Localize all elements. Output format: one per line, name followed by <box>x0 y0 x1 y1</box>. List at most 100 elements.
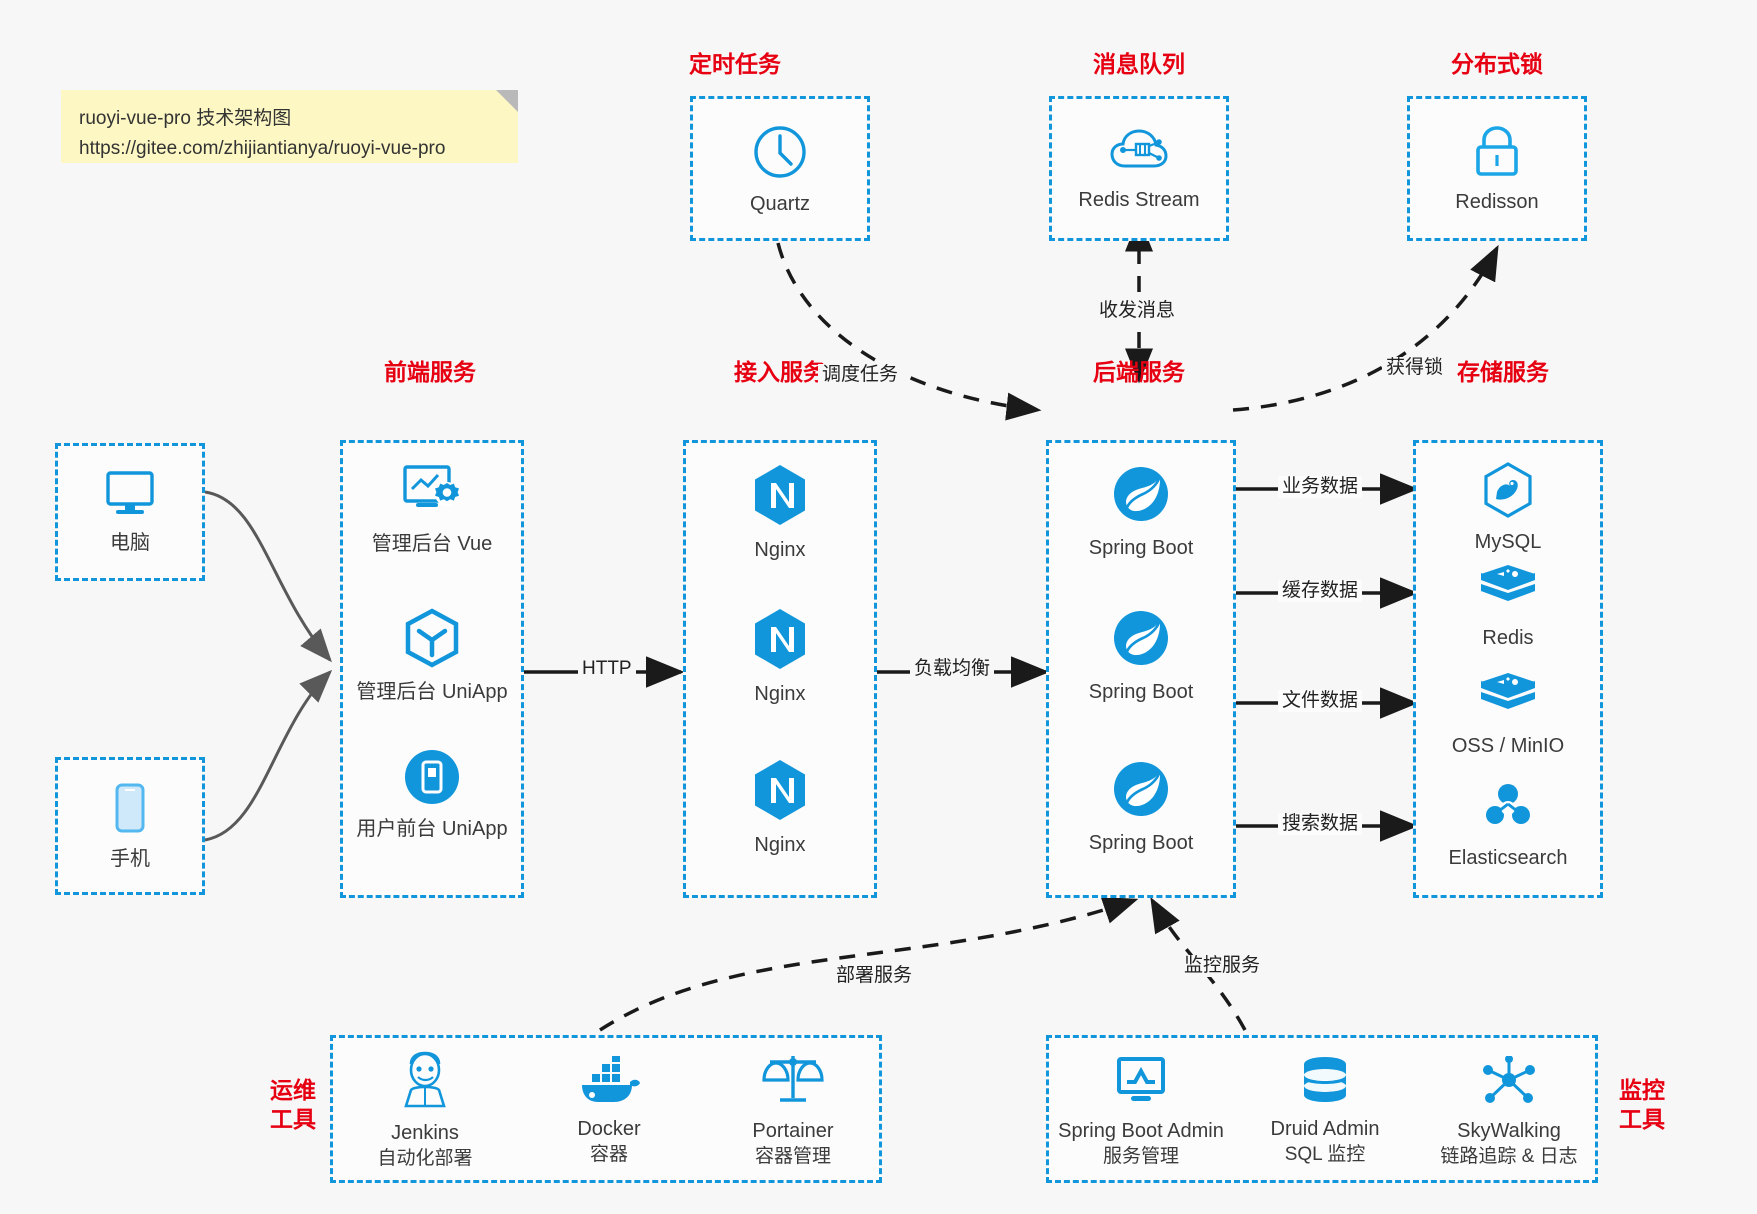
node-jenkins[interactable]: Jenkins 自动化部署 <box>333 1050 517 1171</box>
node-label: Redisson <box>1455 191 1539 213</box>
jenkins-icon <box>333 1050 517 1115</box>
note-url: https://gitee.com/zhijiantianya/ruoyi-vu… <box>79 138 446 159</box>
edge-label-acquire-lock: 获得锁 <box>1382 357 1448 379</box>
devops-title-line2: 工具 <box>270 1106 316 1132</box>
client-box-pc: 电脑 <box>55 443 205 581</box>
node-sublabel: 容器管理 <box>754 1146 831 1167</box>
node-label: Portainer <box>752 1120 834 1142</box>
note-title: ruoyi-vue-pro 技术架构图 <box>79 108 292 129</box>
edge-label-cache-data: 缓存数据 <box>1278 580 1363 602</box>
node-label: 电脑 <box>110 532 150 554</box>
node-label: Jenkins <box>391 1122 459 1144</box>
group-box-scheduler: Quartz <box>690 96 870 241</box>
node-skywalking[interactable]: SkyWalking 链路追踪 & 日志 <box>1417 1055 1601 1169</box>
redis-icon <box>1416 563 1600 620</box>
group-title-storage: 存储服务 <box>1457 359 1549 385</box>
node-springboot-2[interactable]: Spring Boot <box>1049 607 1233 705</box>
node-pc[interactable]: 电脑 <box>58 468 202 556</box>
group-box-devops: Jenkins 自动化部署 Docker 容器 <box>330 1035 882 1183</box>
group-title-mq: 消息队列 <box>1093 51 1185 77</box>
node-label: MySQL <box>1474 531 1542 553</box>
node-redis[interactable]: Redis <box>1416 563 1600 651</box>
clock-icon <box>693 123 867 186</box>
elasticsearch-icon <box>1416 777 1600 840</box>
node-sublabel: 链路追踪 & 日志 <box>1440 1146 1578 1167</box>
group-box-mq: Redis Stream <box>1049 96 1229 241</box>
node-redis-stream[interactable]: Redis Stream <box>1052 123 1226 213</box>
node-admin-vue[interactable]: 管理后台 Vue <box>343 463 521 557</box>
node-springboot-3[interactable]: Spring Boot <box>1049 758 1233 856</box>
edge-label-load-balance: 负载均衡 <box>910 658 995 680</box>
node-label: 管理后台 Vue <box>371 533 493 555</box>
group-box-backend: Spring Boot Spring Boot Spring Boot <box>1046 440 1236 898</box>
node-label: Spring Boot <box>1088 832 1194 854</box>
node-admin-uniapp[interactable]: 管理后台 UniApp <box>343 607 521 705</box>
node-nginx-3[interactable]: Nginx <box>686 758 874 858</box>
scales-icon <box>701 1050 885 1113</box>
node-elasticsearch[interactable]: Elasticsearch <box>1416 777 1600 871</box>
node-druid-admin[interactable]: Druid Admin SQL 监控 <box>1233 1056 1417 1167</box>
node-label: 手机 <box>110 848 150 870</box>
node-label: Nginx <box>754 683 806 705</box>
node-sublabel: SQL 监控 <box>1284 1144 1366 1165</box>
node-mobile[interactable]: 手机 <box>58 782 202 872</box>
node-docker[interactable]: Docker 容器 <box>517 1054 701 1167</box>
group-title-backend: 后端服务 <box>1093 359 1185 385</box>
database-icon <box>1233 1056 1417 1111</box>
devops-title-line1: 运维 <box>270 1077 316 1103</box>
monitor-title-line1: 监控 <box>1619 1077 1665 1103</box>
spring-icon <box>1049 758 1233 825</box>
mobile-app-icon <box>343 748 521 811</box>
node-label: SkyWalking <box>1457 1120 1561 1142</box>
node-nginx-2[interactable]: Nginx <box>686 607 874 707</box>
node-label: Nginx <box>754 834 806 856</box>
client-box-mobile: 手机 <box>55 757 205 895</box>
node-nginx-1[interactable]: Nginx <box>686 463 874 563</box>
node-label: 用户前台 UniApp <box>356 818 508 840</box>
group-box-storage: MySQL Redis <box>1413 440 1603 898</box>
edge-label-monitor-service: 监控服务 <box>1180 955 1265 977</box>
group-title-monitor: 监控 工具 <box>1607 1076 1677 1134</box>
docker-icon <box>517 1054 701 1111</box>
note-fold-icon <box>496 90 518 112</box>
spring-icon <box>1049 607 1233 674</box>
node-oss-minio[interactable]: OSS / MinIO <box>1416 671 1600 759</box>
nginx-icon <box>686 463 874 532</box>
group-box-frontend: 管理后台 Vue 管理后台 UniApp 用户前台 UniApp <box>340 440 524 898</box>
redis-icon <box>1416 671 1600 728</box>
node-redisson[interactable]: Redisson <box>1410 123 1584 215</box>
cube-icon <box>343 607 521 674</box>
edge-label-http: HTTP <box>578 658 636 680</box>
edge-label-file-data: 文件数据 <box>1278 690 1363 712</box>
desktop-icon <box>58 468 202 525</box>
node-user-uniapp[interactable]: 用户前台 UniApp <box>343 748 521 842</box>
node-label: OSS / MinIO <box>1451 735 1565 757</box>
node-label: Spring Boot <box>1088 537 1194 559</box>
node-label: 管理后台 UniApp <box>356 681 508 703</box>
lock-icon <box>1410 123 1584 184</box>
node-label: Redis <box>1482 627 1534 649</box>
nginx-icon <box>686 607 874 676</box>
node-quartz[interactable]: Quartz <box>693 123 867 217</box>
network-icon <box>1417 1055 1601 1113</box>
node-label: Elasticsearch <box>1448 847 1568 869</box>
node-mysql[interactable]: MySQL <box>1416 461 1600 555</box>
monitor-title-line2: 工具 <box>1619 1106 1665 1132</box>
edge-label-business-data: 业务数据 <box>1278 476 1363 498</box>
node-springboot-1[interactable]: Spring Boot <box>1049 463 1233 561</box>
group-title-scheduler: 定时任务 <box>689 51 781 77</box>
node-label: Nginx <box>754 539 806 561</box>
dashboard-icon <box>343 463 521 526</box>
node-label: Druid Admin <box>1270 1118 1380 1140</box>
node-sublabel: 容器 <box>589 1144 628 1165</box>
group-title-frontend: 前端服务 <box>384 359 476 385</box>
group-box-gateway: Nginx Nginx Nginx <box>683 440 877 898</box>
node-spring-boot-admin[interactable]: Spring Boot Admin 服务管理 <box>1049 1056 1233 1169</box>
mysql-icon <box>1416 461 1600 524</box>
node-label: Spring Boot <box>1088 681 1194 703</box>
node-portainer[interactable]: Portainer 容器管理 <box>701 1050 885 1169</box>
node-label: Redis Stream <box>1078 189 1200 211</box>
node-sublabel: 自动化部署 <box>377 1148 473 1169</box>
nginx-icon <box>686 758 874 827</box>
